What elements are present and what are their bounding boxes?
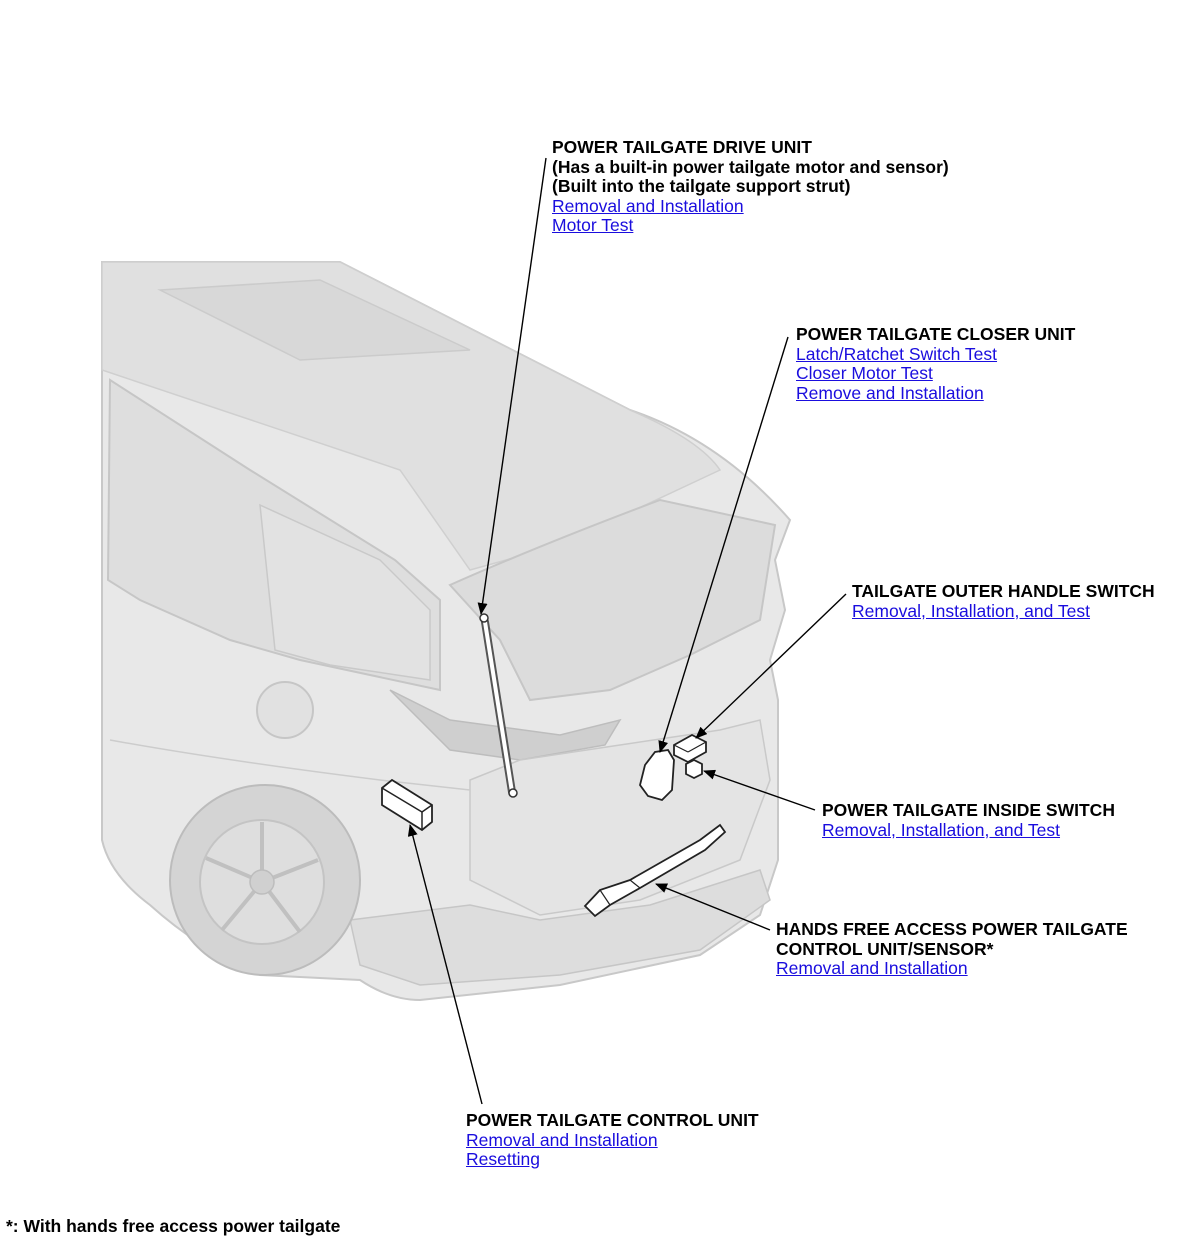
footnote: *: With hands free access power tailgate bbox=[6, 1216, 341, 1236]
vehicle-illustration bbox=[101, 261, 792, 1002]
drive-unit-motor-test-link[interactable]: Motor Test bbox=[552, 215, 634, 236]
drive-unit-note-strut: (Built into the tailgate support strut) bbox=[552, 176, 851, 197]
leader-control-unit bbox=[407, 824, 483, 1105]
taillight bbox=[389, 689, 622, 761]
rear-bumper bbox=[349, 869, 771, 986]
callout-outer-handle-switch: TAILGATE OUTER HANDLE SWITCH Removal, In… bbox=[852, 581, 1155, 621]
control-unit-removal-link[interactable]: Removal and Installation bbox=[466, 1129, 658, 1150]
callout-inside-switch: POWER TAILGATE INSIDE SWITCH Removal, In… bbox=[822, 800, 1115, 840]
hands-free-unit-title-line2: CONTROL UNIT/SENSOR* bbox=[776, 938, 994, 959]
leader-drive-unit bbox=[477, 157, 547, 615]
hands-free-unit-removal-link[interactable]: Removal and Installation bbox=[776, 958, 968, 979]
leader-lines bbox=[407, 157, 847, 1105]
leader-hands-free-unit bbox=[655, 883, 771, 931]
inside-switch-part[interactable] bbox=[685, 758, 703, 780]
callout-hands-free-unit: HANDS FREE ACCESS POWER TAILGATE CONTROL… bbox=[776, 919, 1128, 979]
wheel-hub bbox=[249, 869, 275, 895]
drive-unit-title: POWER TAILGATE DRIVE UNIT bbox=[552, 137, 812, 157]
drive-unit-removal-link[interactable]: Removal and Installation bbox=[552, 195, 744, 216]
leader-outer-handle-switch bbox=[695, 593, 847, 739]
outer-handle-switch-part[interactable] bbox=[673, 733, 707, 764]
control-unit-title: POWER TAILGATE CONTROL UNIT bbox=[466, 1110, 759, 1130]
leader-inside-switch bbox=[703, 769, 816, 811]
outer-handle-switch-title: TAILGATE OUTER HANDLE SWITCH bbox=[852, 581, 1155, 601]
control-unit-resetting-link[interactable]: Resetting bbox=[466, 1149, 540, 1170]
closer-unit-motor-test-link[interactable]: Closer Motor Test bbox=[796, 363, 933, 384]
side-window-rear bbox=[259, 503, 431, 681]
closer-unit-removal-link[interactable]: Remove and Installation bbox=[796, 382, 984, 403]
hands-free-sensor-part[interactable] bbox=[583, 823, 727, 918]
hands-free-unit-title-line1: HANDS FREE ACCESS POWER TAILGATE bbox=[776, 919, 1128, 939]
inside-switch-title: POWER TAILGATE INSIDE SWITCH bbox=[822, 800, 1115, 820]
closer-unit-latch-test-link[interactable]: Latch/Ratchet Switch Test bbox=[796, 343, 998, 364]
callout-drive-unit: POWER TAILGATE DRIVE UNIT (Has a built-i… bbox=[552, 137, 949, 236]
leader-closer-unit bbox=[658, 336, 789, 753]
body-crease bbox=[109, 739, 471, 791]
outer-handle-switch-link[interactable]: Removal, Installation, and Test bbox=[852, 600, 1091, 621]
fuel-door bbox=[256, 681, 314, 739]
control-unit-box[interactable] bbox=[381, 778, 433, 832]
sunroof bbox=[157, 279, 471, 361]
components bbox=[381, 613, 727, 918]
closer-unit-title: POWER TAILGATE CLOSER UNIT bbox=[796, 324, 1076, 344]
callout-closer-unit: POWER TAILGATE CLOSER UNIT Latch/Ratchet… bbox=[796, 324, 1076, 403]
drive-unit-note-motor: (Has a built-in power tailgate motor and… bbox=[552, 156, 949, 177]
drive-unit-strut[interactable] bbox=[479, 613, 518, 798]
callout-control-unit: POWER TAILGATE CONTROL UNIT Removal and … bbox=[466, 1110, 759, 1170]
inside-switch-link[interactable]: Removal, Installation, and Test bbox=[822, 819, 1061, 840]
